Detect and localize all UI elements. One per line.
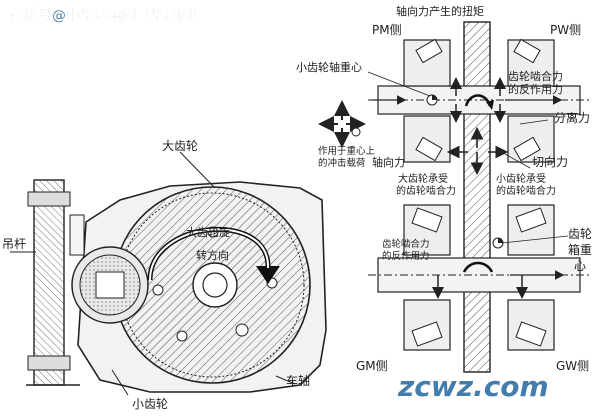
impact-load-symbol: [318, 100, 366, 148]
left-drawing: [10, 151, 327, 396]
watermark-bottom: zcwz.com: [397, 370, 549, 403]
label-centrifugal: 分离力: [554, 110, 590, 125]
label-pinion-bearing-1: 小齿轮承受: [496, 172, 546, 185]
label-mesh-reaction-1: 齿轮啮合力: [508, 69, 563, 83]
right-schematic: [318, 21, 590, 373]
label-impact-2: 的冲击载荷: [318, 157, 366, 169]
label-gear-reaction-1: 齿轮啮合力: [382, 238, 430, 250]
label-gearbox-2: 箱重: [568, 242, 592, 257]
label-impact-1: 作用于重心上: [318, 145, 376, 157]
watermark-top: 搜狐号@中华轴承网（华轴网）: [10, 7, 206, 24]
label-pm-side: PM侧: [372, 23, 402, 37]
label-hanger: 吊杆: [2, 237, 26, 251]
label-rotation-2: 转方向: [196, 248, 229, 262]
label-gw-side: GW侧: [556, 359, 589, 373]
label-pinion-axis-center: 小齿轮轴重心: [296, 60, 362, 74]
label-gear-reaction-2: 的反作用力: [382, 250, 430, 262]
label-axial-moment: 轴向力产生的扭矩: [396, 4, 484, 18]
label-mesh-reaction-2: 的反作用力: [508, 82, 563, 96]
label-rotation-1: 大齿轮旋: [186, 225, 230, 239]
label-big-gear: 大齿轮: [162, 139, 198, 153]
label-pinion-bearing-2: 的齿轮啮合力: [496, 184, 556, 197]
label-big-gear-bearing-2: 的齿轮啮合力: [396, 184, 456, 197]
label-axle: 车轴: [286, 373, 310, 388]
vertical-shaft: [463, 21, 491, 373]
label-gearbox-1: 齿轮: [568, 227, 592, 241]
label-gm-side: GM侧: [356, 359, 388, 373]
hanger: [33, 179, 65, 386]
label-pinion: 小齿轮: [132, 397, 168, 411]
label-gearbox-3: 心: [574, 259, 586, 273]
label-pw-side: PW侧: [550, 23, 581, 37]
label-axial-force: 轴向力: [372, 155, 405, 169]
label-big-gear-bearing-1: 大齿轮承受: [398, 172, 448, 185]
label-tangential: 切向力: [532, 154, 568, 169]
